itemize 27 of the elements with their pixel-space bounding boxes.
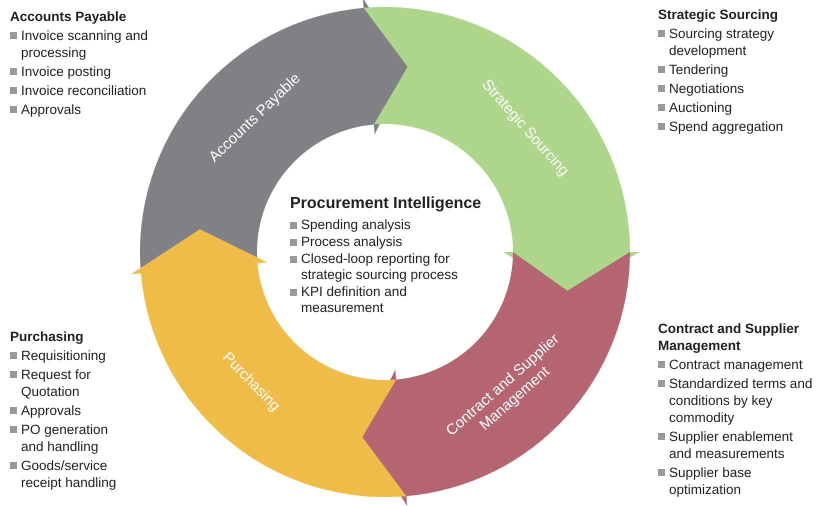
center-list-item: Spending analysis [301, 217, 411, 233]
list-item: Approvals [21, 402, 82, 419]
list-heading: Strategic Sourcing [658, 6, 780, 23]
list-item: Invoice scanning and processing [21, 27, 149, 61]
list-item: Spend aggregation [669, 118, 784, 135]
list-item: Sourcing strategy development [669, 25, 776, 59]
list-heading: Contract and Supplier Management [658, 320, 800, 354]
list-item: Requisitioning [21, 347, 106, 364]
list-item: Contract management [669, 356, 803, 373]
list-item: Supplier enablement and measurements [669, 428, 794, 462]
list-item: Invoice posting [21, 63, 112, 80]
list-heading: Purchasing [10, 328, 85, 345]
list-item: Invoice reconciliation [21, 82, 146, 99]
list-item: Request for Quotation [21, 366, 92, 400]
list-item: Approvals [21, 101, 82, 118]
center-list-item: Closed-loop reporting for strategic sourcing process [301, 251, 459, 283]
list-heading: Accounts Payable [10, 8, 128, 25]
center-list-item: Process analysis [301, 234, 402, 250]
list-item: Auctioning [669, 99, 732, 116]
list-item: PO generation and handling [21, 421, 110, 455]
list-item: Standardized terms and conditions by key commodity [669, 375, 814, 426]
list-item: Tendering [669, 61, 728, 78]
list-item: Goods/service receipt handling [21, 457, 118, 491]
list-item: Negotiations [669, 80, 744, 97]
list-item: Supplier base optimization [669, 464, 753, 498]
center-list-item: KPI definition and measurement [301, 284, 408, 316]
center-heading: Procurement Intelligence [290, 194, 482, 214]
